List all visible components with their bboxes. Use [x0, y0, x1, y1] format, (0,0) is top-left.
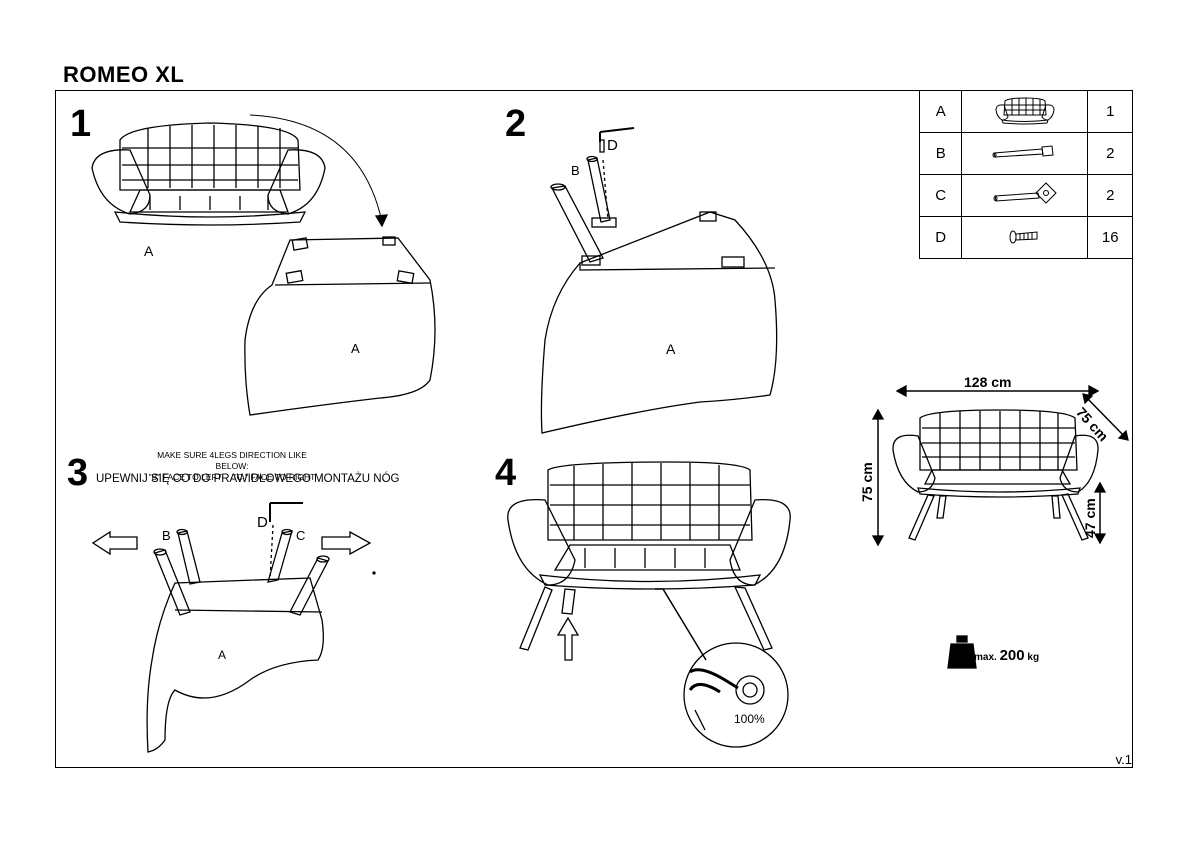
version-label: v.1 [1115, 752, 1132, 767]
step-1-sofa-drawing [91, 114, 389, 228]
step-1-sofa-bottom-drawing [244, 236, 436, 416]
step-1-number: 1 [70, 103, 92, 145]
instruction-frame [55, 90, 1133, 768]
step-3-note-pl: UPEWNIJ SIĘ CO DO PRAWIDŁOWEGO MONTAŻU N… [96, 473, 400, 485]
step-4-number: 4 [495, 452, 517, 494]
dimension-seat-height: 47 cm [1082, 498, 1098, 538]
step-3-leg-direction-drawing [91, 502, 376, 753]
step-3-note-en-line2: "B" FACE TO LEFT "C " FACE TO RIGHT [148, 472, 316, 482]
step-3-label-a: A [218, 648, 227, 662]
part-qty: 1 [1087, 90, 1133, 133]
step-4-sofa-drawing [507, 461, 791, 748]
step-3-label-c: C [296, 528, 306, 543]
step-1-label-a-bottom: A [351, 341, 360, 356]
step-3-label-d: D [257, 514, 268, 531]
part-key: C [918, 174, 963, 217]
leg-icon [961, 132, 1089, 175]
part-key: A [918, 90, 963, 133]
step-3-note-en-line1: MAKE SURE 4LEGS DIRECTION LIKE BELOW: [157, 450, 307, 471]
part-key: B [918, 132, 963, 175]
step-3-label-b: B [162, 528, 171, 543]
part-qty: 2 [1087, 174, 1133, 217]
step-2-label-d: D [607, 137, 618, 154]
step-3-number: 3 [67, 452, 89, 494]
dimension-width: 128 cm [964, 374, 1012, 390]
max-load: max. 200 kg [974, 647, 1039, 664]
parts-row: B 2 [918, 132, 1133, 175]
part-key: D [918, 216, 963, 259]
max-load-value: 200 [999, 647, 1025, 664]
max-load-prefix: max. [974, 652, 997, 663]
weight-icon [947, 635, 977, 669]
step-2-label-b: B [571, 163, 580, 178]
step-2-leg-assembly-drawing [540, 127, 778, 434]
dimension-height: 75 cm [859, 462, 875, 502]
step-4-percent-label: 100% [734, 712, 765, 726]
parts-row: D 16 [918, 216, 1133, 259]
step-1-label-a: A [144, 243, 154, 259]
bolt-icon [961, 216, 1089, 259]
step-2-number: 2 [505, 103, 527, 145]
leg-with-plate-icon [961, 174, 1089, 217]
parts-row: C 2 [918, 174, 1133, 217]
step-3-note-en: MAKE SURE 4LEGS DIRECTION LIKE BELOW: "B… [142, 450, 322, 483]
sofa-icon [961, 90, 1089, 133]
parts-table: A 1 B 2 C [918, 90, 1133, 259]
dimensions-sofa-drawing [871, 384, 1129, 547]
max-load-unit: kg [1027, 652, 1040, 663]
part-qty: 2 [1087, 132, 1133, 175]
parts-row: A 1 [918, 90, 1133, 133]
document-title: ROMEO XL [63, 62, 185, 87]
part-qty: 16 [1087, 216, 1133, 259]
step-2-label-a: A [666, 341, 676, 357]
